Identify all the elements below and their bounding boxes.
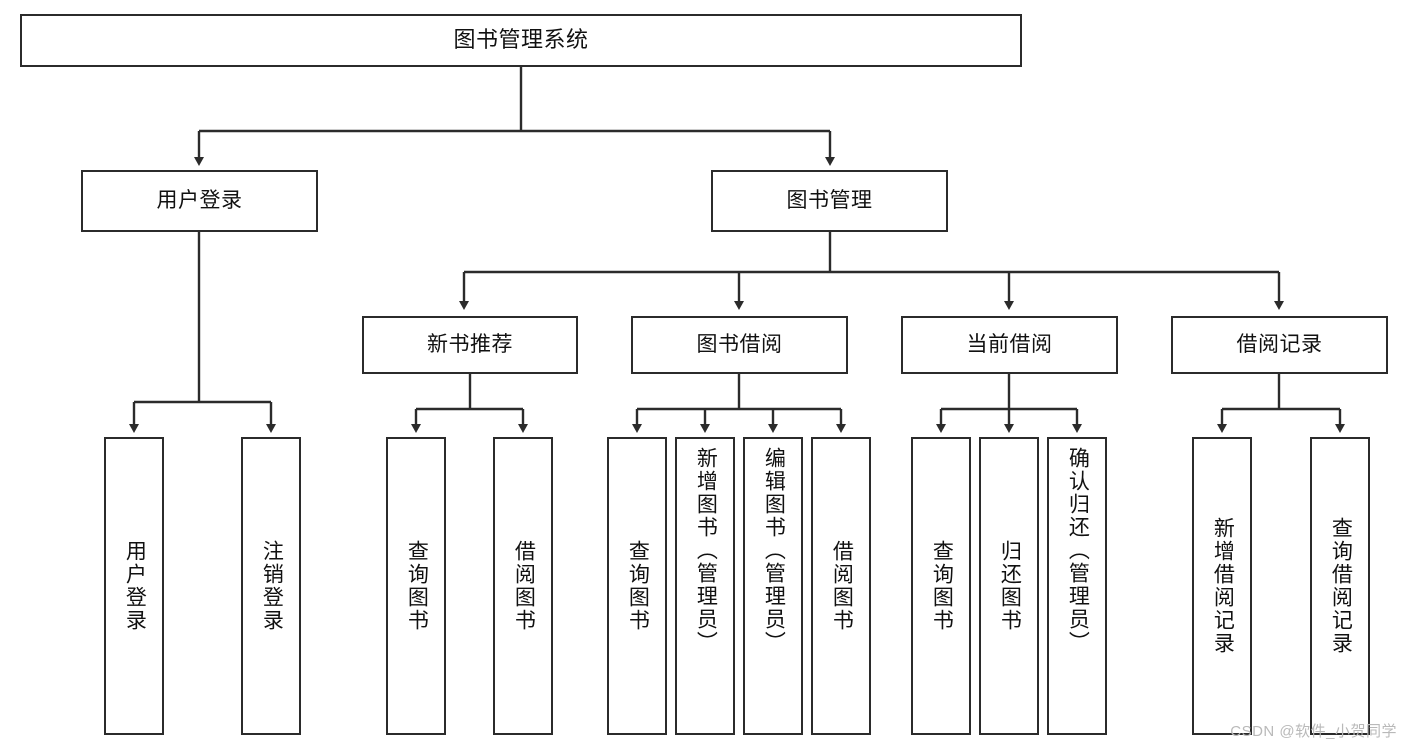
node-current-borrow-label: 当前借阅 (966, 333, 1053, 357)
leaf-logout-login-label: 注销登录 (260, 540, 284, 632)
node-borrow-record-label: 借阅记录 (1236, 333, 1323, 357)
leaf-add-book-label: 新增图书（管理员） (694, 447, 718, 654)
leaf-query-record-label: 查询借阅记录 (1329, 517, 1353, 655)
leaf-borrow-book-1[interactable]: 借阅图书 (493, 437, 553, 735)
node-book-borrow-label: 图书借阅 (696, 333, 783, 357)
leaf-query-book-3-label: 查询图书 (930, 540, 954, 632)
leaf-return-book[interactable]: 归还图书 (979, 437, 1039, 735)
leaf-user-login[interactable]: 用户登录 (104, 437, 164, 735)
leaf-query-book-1[interactable]: 查询图书 (386, 437, 446, 735)
leaf-return-book-label: 归还图书 (998, 540, 1022, 632)
leaf-query-book-2[interactable]: 查询图书 (607, 437, 667, 735)
node-borrow-record[interactable]: 借阅记录 (1171, 316, 1388, 374)
node-user-login[interactable]: 用户登录 (81, 170, 318, 232)
leaf-add-record-label: 新增借阅记录 (1211, 517, 1235, 655)
leaf-edit-book[interactable]: 编辑图书（管理员） (743, 437, 803, 735)
node-root-label: 图书管理系统 (453, 27, 589, 53)
leaf-query-record[interactable]: 查询借阅记录 (1310, 437, 1370, 735)
leaf-logout-login[interactable]: 注销登录 (241, 437, 301, 735)
node-book-management-label: 图书管理 (786, 189, 873, 213)
leaf-add-record[interactable]: 新增借阅记录 (1192, 437, 1252, 735)
node-user-login-label: 用户登录 (156, 189, 243, 213)
node-new-book-recommend[interactable]: 新书推荐 (362, 316, 578, 374)
leaf-confirm-return-label: 确认归还（管理员） (1066, 447, 1090, 654)
leaf-borrow-book-2[interactable]: 借阅图书 (811, 437, 871, 735)
leaf-add-book[interactable]: 新增图书（管理员） (675, 437, 735, 735)
leaf-edit-book-label: 编辑图书（管理员） (762, 447, 786, 654)
node-book-management[interactable]: 图书管理 (711, 170, 948, 232)
node-new-book-recommend-label: 新书推荐 (427, 333, 513, 357)
node-book-borrow[interactable]: 图书借阅 (631, 316, 848, 374)
node-root[interactable]: 图书管理系统 (20, 14, 1022, 67)
leaf-confirm-return[interactable]: 确认归还（管理员） (1047, 437, 1107, 735)
leaf-user-login-label: 用户登录 (123, 540, 147, 632)
leaf-borrow-book-1-label: 借阅图书 (512, 540, 536, 632)
leaf-borrow-book-2-label: 借阅图书 (830, 540, 854, 632)
leaf-query-book-3[interactable]: 查询图书 (911, 437, 971, 735)
leaf-query-book-2-label: 查询图书 (626, 540, 650, 632)
node-current-borrow[interactable]: 当前借阅 (901, 316, 1118, 374)
csdn-watermark: CSDN @软件_小贺同学 (1230, 723, 1397, 740)
leaf-query-book-1-label: 查询图书 (405, 540, 429, 632)
